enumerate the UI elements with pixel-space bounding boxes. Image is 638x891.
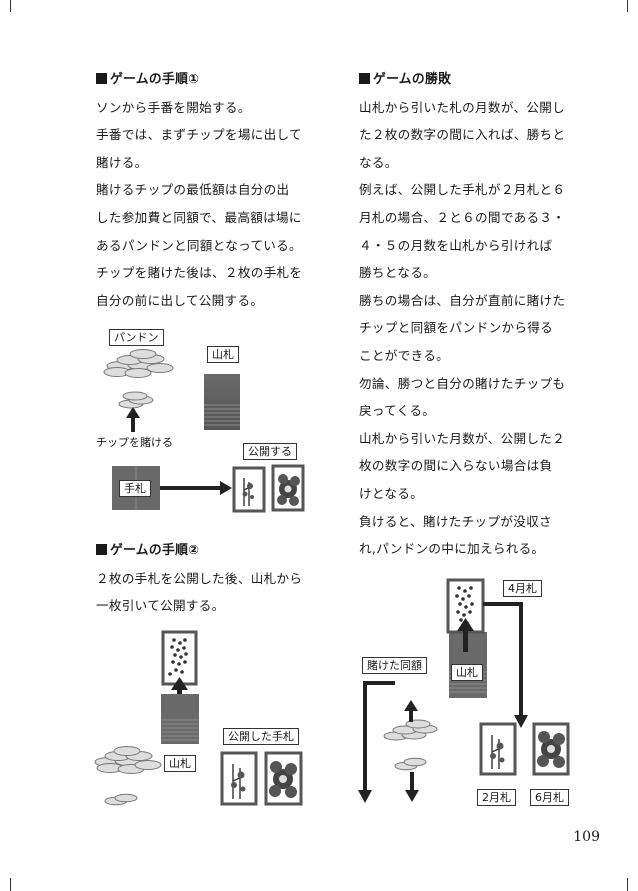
paragraph-line: 勝ちとなる。 bbox=[359, 265, 436, 281]
paragraph-line: た２枚の数字の間に入れば、勝ちと bbox=[359, 127, 566, 143]
bet-chips-icon bbox=[383, 719, 438, 741]
paragraph-line: 賭ける。 bbox=[96, 154, 148, 170]
section-heading-procedure-1: ゲームの手順① bbox=[96, 66, 311, 94]
bet-chips-icon bbox=[394, 757, 427, 771]
paragraph-line: ４・５の月数を山札から引ければ bbox=[359, 237, 553, 253]
paragraph-line: 山札から引いた月数が、公開した２ bbox=[359, 430, 566, 446]
left-column-bottom: ゲームの手順② ２枚の手札を公開した後、山札から 一枚引いて公開する。 bbox=[96, 537, 311, 620]
square-bullet-icon bbox=[96, 544, 107, 555]
crop-mark bbox=[10, 878, 11, 891]
crop-mark bbox=[10, 0, 11, 12]
deck-icon bbox=[204, 374, 240, 430]
hanafuda-card-icon bbox=[220, 751, 258, 806]
feb-card-label: 2月札 bbox=[477, 789, 516, 806]
paragraph-line: あるパンドンと同額となっている。 bbox=[96, 237, 302, 253]
paragraph-line: 枚の数字の間に入らない場合は負 bbox=[359, 458, 553, 474]
deck-icon bbox=[449, 632, 487, 698]
bet-chips-label: チップを賭ける bbox=[96, 436, 173, 449]
arrow-down-icon bbox=[405, 772, 419, 802]
arrow-down-icon bbox=[358, 681, 395, 803]
paragraph-line: 例えば、公開した手札が２月札と６ bbox=[359, 182, 566, 198]
hanafuda-card-icon bbox=[479, 722, 517, 776]
yamafuda-label: 山札 bbox=[451, 664, 483, 681]
paragraph-line: なる。 bbox=[359, 154, 398, 170]
hand-cards-icon bbox=[112, 466, 160, 510]
paragraph-line: 一枚引いて公開する。 bbox=[96, 598, 225, 614]
page-number: 109 bbox=[573, 829, 600, 845]
crop-mark bbox=[627, 0, 628, 12]
arrow-up-icon bbox=[171, 677, 188, 702]
pandon-chip-pile-icon bbox=[103, 349, 174, 378]
hanafuda-card-icon bbox=[446, 578, 485, 634]
square-bullet-icon bbox=[96, 73, 107, 84]
yamafuda-label: 山札 bbox=[207, 346, 239, 363]
revealed-hand-label: 公開した手札 bbox=[223, 728, 299, 745]
paragraph-line: けとなる。 bbox=[359, 485, 424, 501]
section-heading-procedure-2: ゲームの手順② bbox=[96, 537, 311, 565]
pandon-chip-pile-icon bbox=[94, 746, 162, 774]
paragraph-line: 月札の場合、２と６の間である３・ bbox=[359, 209, 566, 225]
hand-label: 手札 bbox=[119, 480, 151, 497]
hanafuda-card-icon bbox=[532, 722, 570, 776]
paragraph-line: 賭けるチップの最低額は自分の出 bbox=[96, 182, 290, 198]
hanafuda-card-icon bbox=[232, 466, 266, 513]
arrow-up-icon bbox=[404, 700, 418, 722]
paragraph-line: チップを賭けた後は、２枚の手札を bbox=[96, 265, 303, 281]
paragraph-line: チップと同額をパンドンから得る bbox=[359, 320, 554, 336]
reveal-label: 公開する bbox=[243, 443, 297, 460]
arrow-up-icon bbox=[457, 618, 474, 652]
crop-mark bbox=[627, 878, 628, 891]
square-bullet-icon bbox=[359, 73, 370, 84]
section-heading-outcome: ゲームの勝敗 bbox=[359, 66, 574, 94]
pandon-label: パンドン bbox=[109, 329, 164, 346]
june-card-label: 6月札 bbox=[530, 789, 569, 806]
paragraph-line: 手番では、まずチップを場に出して bbox=[96, 127, 302, 143]
paragraph-line: ことができる。 bbox=[359, 347, 450, 363]
paragraph-line: 山札から引いた札の月数が、公開し bbox=[359, 99, 566, 115]
hanafuda-card-icon bbox=[271, 464, 305, 512]
left-column-top: ゲームの手順① ソンから手番を開始する。 手番では、まずチップを場に出して 賭け… bbox=[96, 66, 311, 314]
hanafuda-card-icon bbox=[161, 630, 198, 686]
right-column: ゲームの勝敗 山札から引いた札の月数が、公開し た２枚の数字の間に入れば、勝ちと… bbox=[359, 66, 574, 563]
paragraph-line: 勝ちの場合は、自分が直前に賭けた bbox=[359, 292, 566, 308]
bet-chips-icon bbox=[118, 391, 154, 409]
bet-chips-icon bbox=[104, 793, 138, 806]
arrow-right-icon bbox=[160, 481, 232, 495]
paragraph-line: ２枚の手札を公開した後、山札から bbox=[96, 570, 303, 586]
paragraph-line: 自分の前に出して公開する。 bbox=[96, 292, 264, 308]
arrow-up-icon bbox=[126, 407, 140, 432]
yamafuda-label: 山札 bbox=[164, 755, 196, 772]
paragraph-line: した参加費と同額で、最高額は場に bbox=[96, 209, 302, 225]
paragraph-line: 戻ってくる。 bbox=[359, 403, 436, 419]
paragraph-line: 勿論、勝つと自分の賭けたチップも bbox=[359, 375, 566, 391]
paragraph-line: れ,パンドンの中に加えられる。 bbox=[359, 541, 545, 557]
april-card-label: 4月札 bbox=[503, 580, 542, 597]
deck-icon bbox=[161, 694, 199, 744]
same-bet-label: 賭けた同額 bbox=[362, 657, 427, 674]
hanafuda-card-icon bbox=[264, 751, 303, 806]
paragraph-line: 負けると、賭けたチップが没収さ bbox=[359, 513, 552, 529]
arrow-down-icon bbox=[483, 602, 528, 728]
paragraph-line: ソンから手番を開始する。 bbox=[96, 99, 251, 115]
